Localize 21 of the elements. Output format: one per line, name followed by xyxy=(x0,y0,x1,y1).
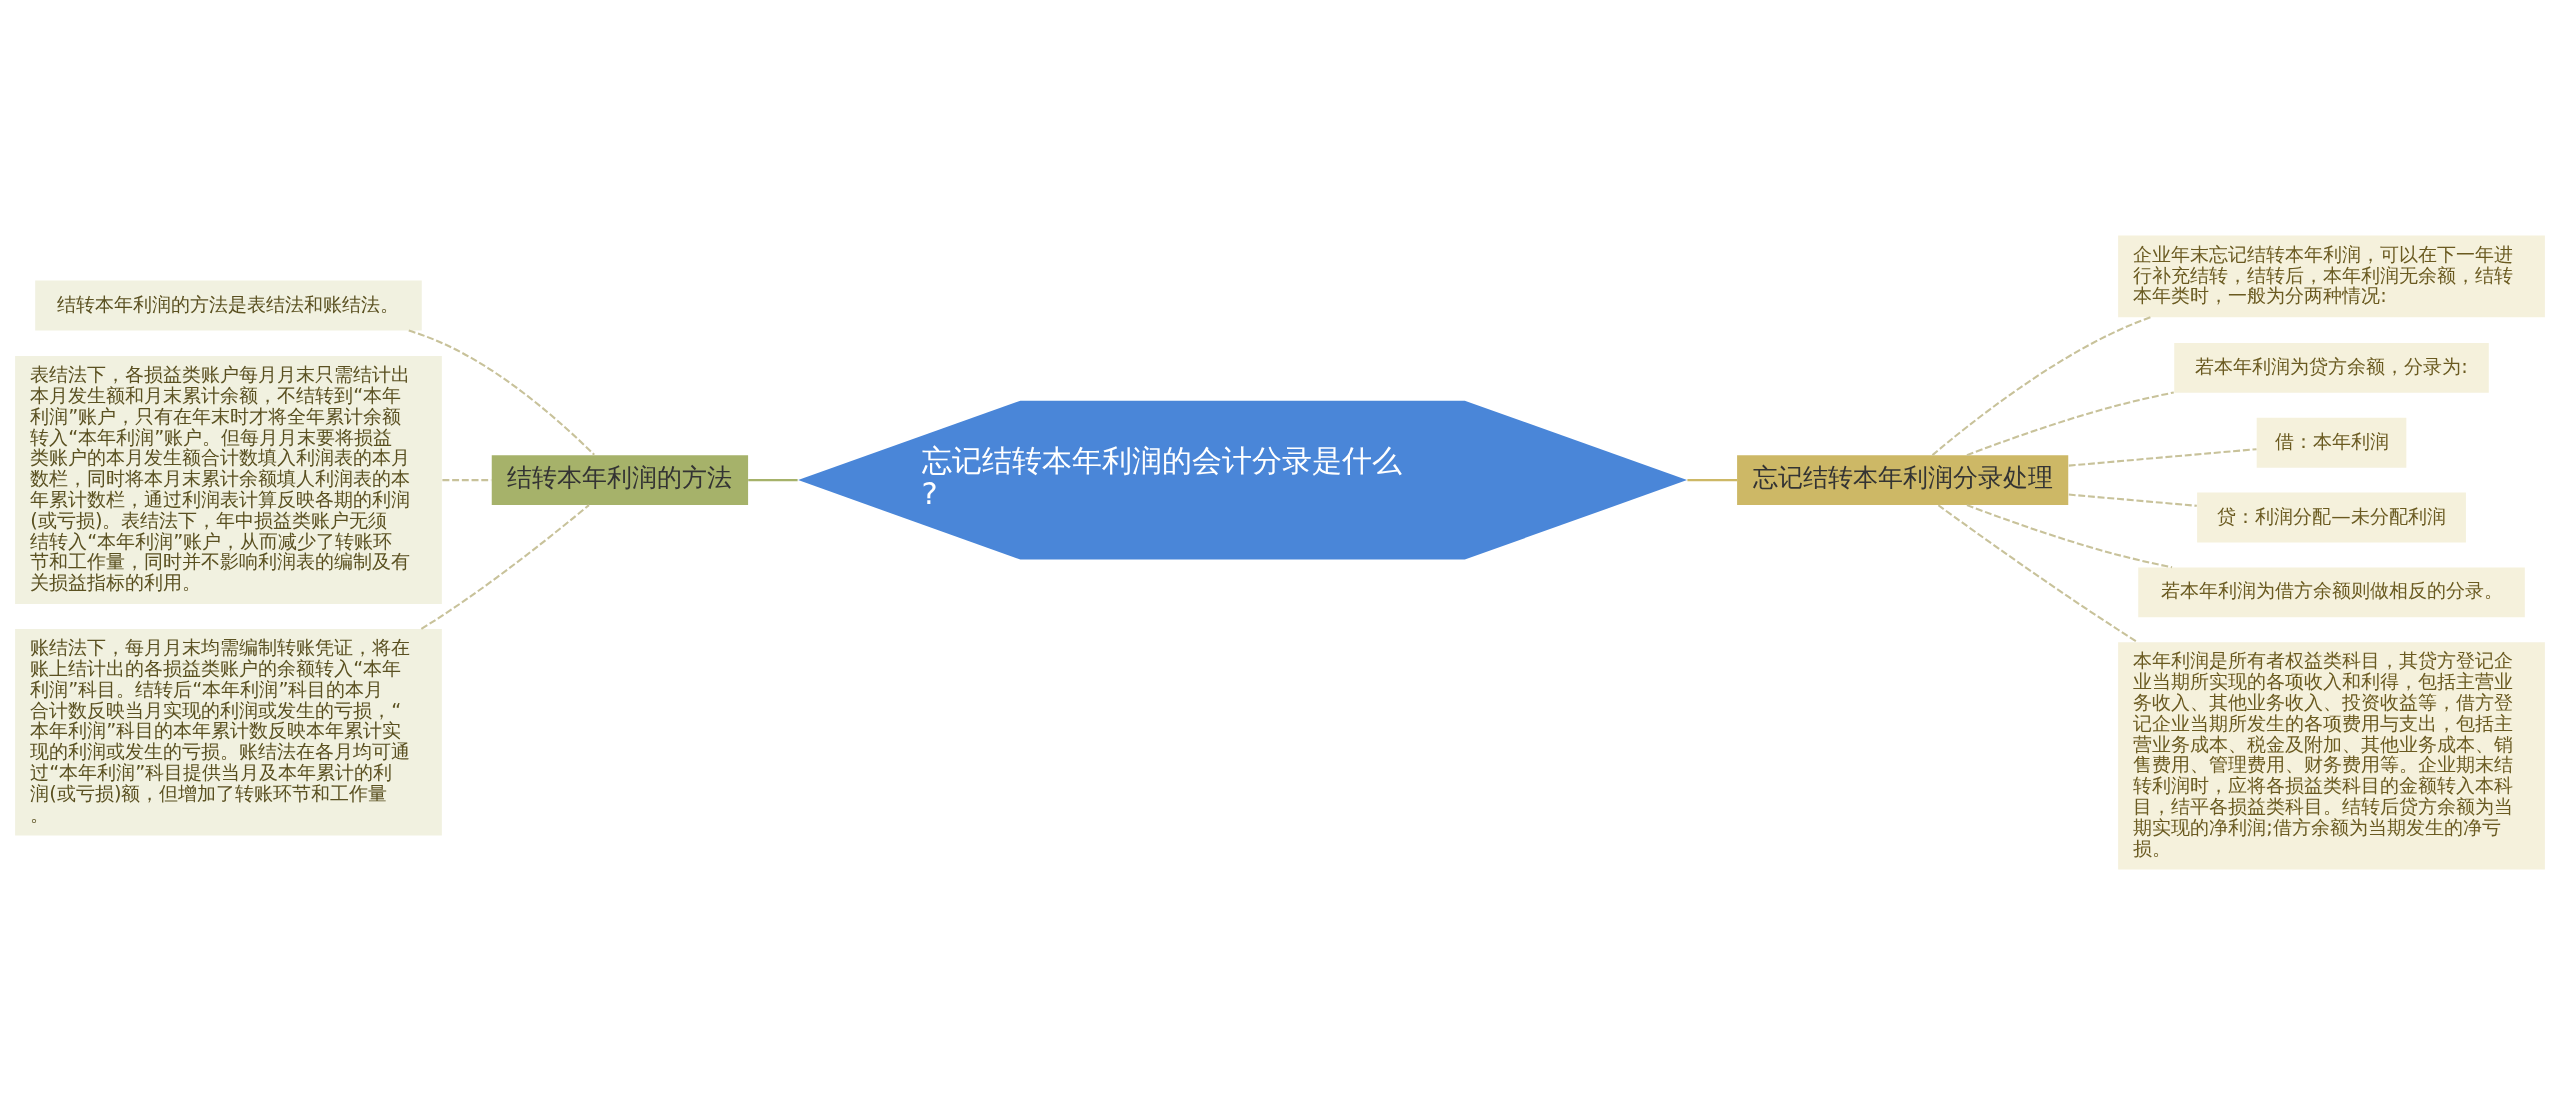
connector xyxy=(420,503,590,630)
connector xyxy=(1687,478,1738,481)
node-box: 忘记结转本年利润分录处理 xyxy=(1737,454,2069,505)
node-box: 若本年利润为贷方余额，分录为: xyxy=(2174,342,2489,393)
connector xyxy=(2068,447,2257,467)
node-box: 若本年利润为借方余额则做相反的分录。 xyxy=(2138,566,2525,617)
node-box: 表结法下，各损益类账户每月月末只需结计出本月发生额和月末累计余额，不结转到“本年利润”账户，只有在年末时才将全年累计余额转入“本年利润”账户。但每月月末要将损益类账户的本月发生额合计数填入利润表的本月数栏，同时将本月末累计余额填人利润表的本年累计数栏，通过利润表计算反映各期的利润(或亏损)。表结法下，年中损益类账户无须结转入“本年利润”账户，从而减少了转账环节和工作量，同时并不影响利润表的编制及有关损益指标的利用。 xyxy=(15,355,442,604)
connector xyxy=(2068,493,2197,507)
connector xyxy=(408,329,595,456)
node-box: 本年利润是所有者权益类科目，其贷方登记企业当期所实现的各项收入和利得，包括主营业务收入、其他业务收入、投资收益等，借方登记企业当期所发生的各项费用与支出，包括主营业务成本、税金及附加、其他业务成本、销售费用、管理费用、财务费用等。企业期末结转利润时，应将各损益类科目的金额转入本科目，结平各损益类科目。结转后贷方余额为当期实现的净利润;借方余额为当期发生的净亏损。 xyxy=(2118,641,2545,869)
node-box: 企业年末忘记结转本年利润，可以在下一年进行补充结转，结转后，本年利润无余额，结转本年类时，一般为分两种情况: xyxy=(2118,235,2545,317)
node-box: 结转本年利润的方法 xyxy=(491,454,749,505)
connector xyxy=(1937,503,2138,643)
node-box: 借：本年利润 xyxy=(2256,417,2407,468)
node-box: 结转本年利润的方法是表结法和账结法。 xyxy=(35,280,422,330)
connector xyxy=(1966,503,2173,568)
connector xyxy=(1931,315,2151,456)
connector xyxy=(1966,391,2174,456)
node-box: 账结法下，每月月末均需编制转账凭证，将在账上结计出的各损益类账户的余额转入“本年利润”科目。结转后“本年利润”科目的本月合计数反映当月实现的利润或发生的亏损，“本年利润”科目的本年累计数反映本年累计实现的利润或发生的亏损。账结法在各月均可通过“本年利润”科目提供当月及本年累计的利润(或亏损)额，但增加了转账环节和工作量。 xyxy=(15,628,442,835)
node-box: 贷：利润分配—未分配利润 xyxy=(2197,492,2466,542)
connector xyxy=(748,478,798,481)
